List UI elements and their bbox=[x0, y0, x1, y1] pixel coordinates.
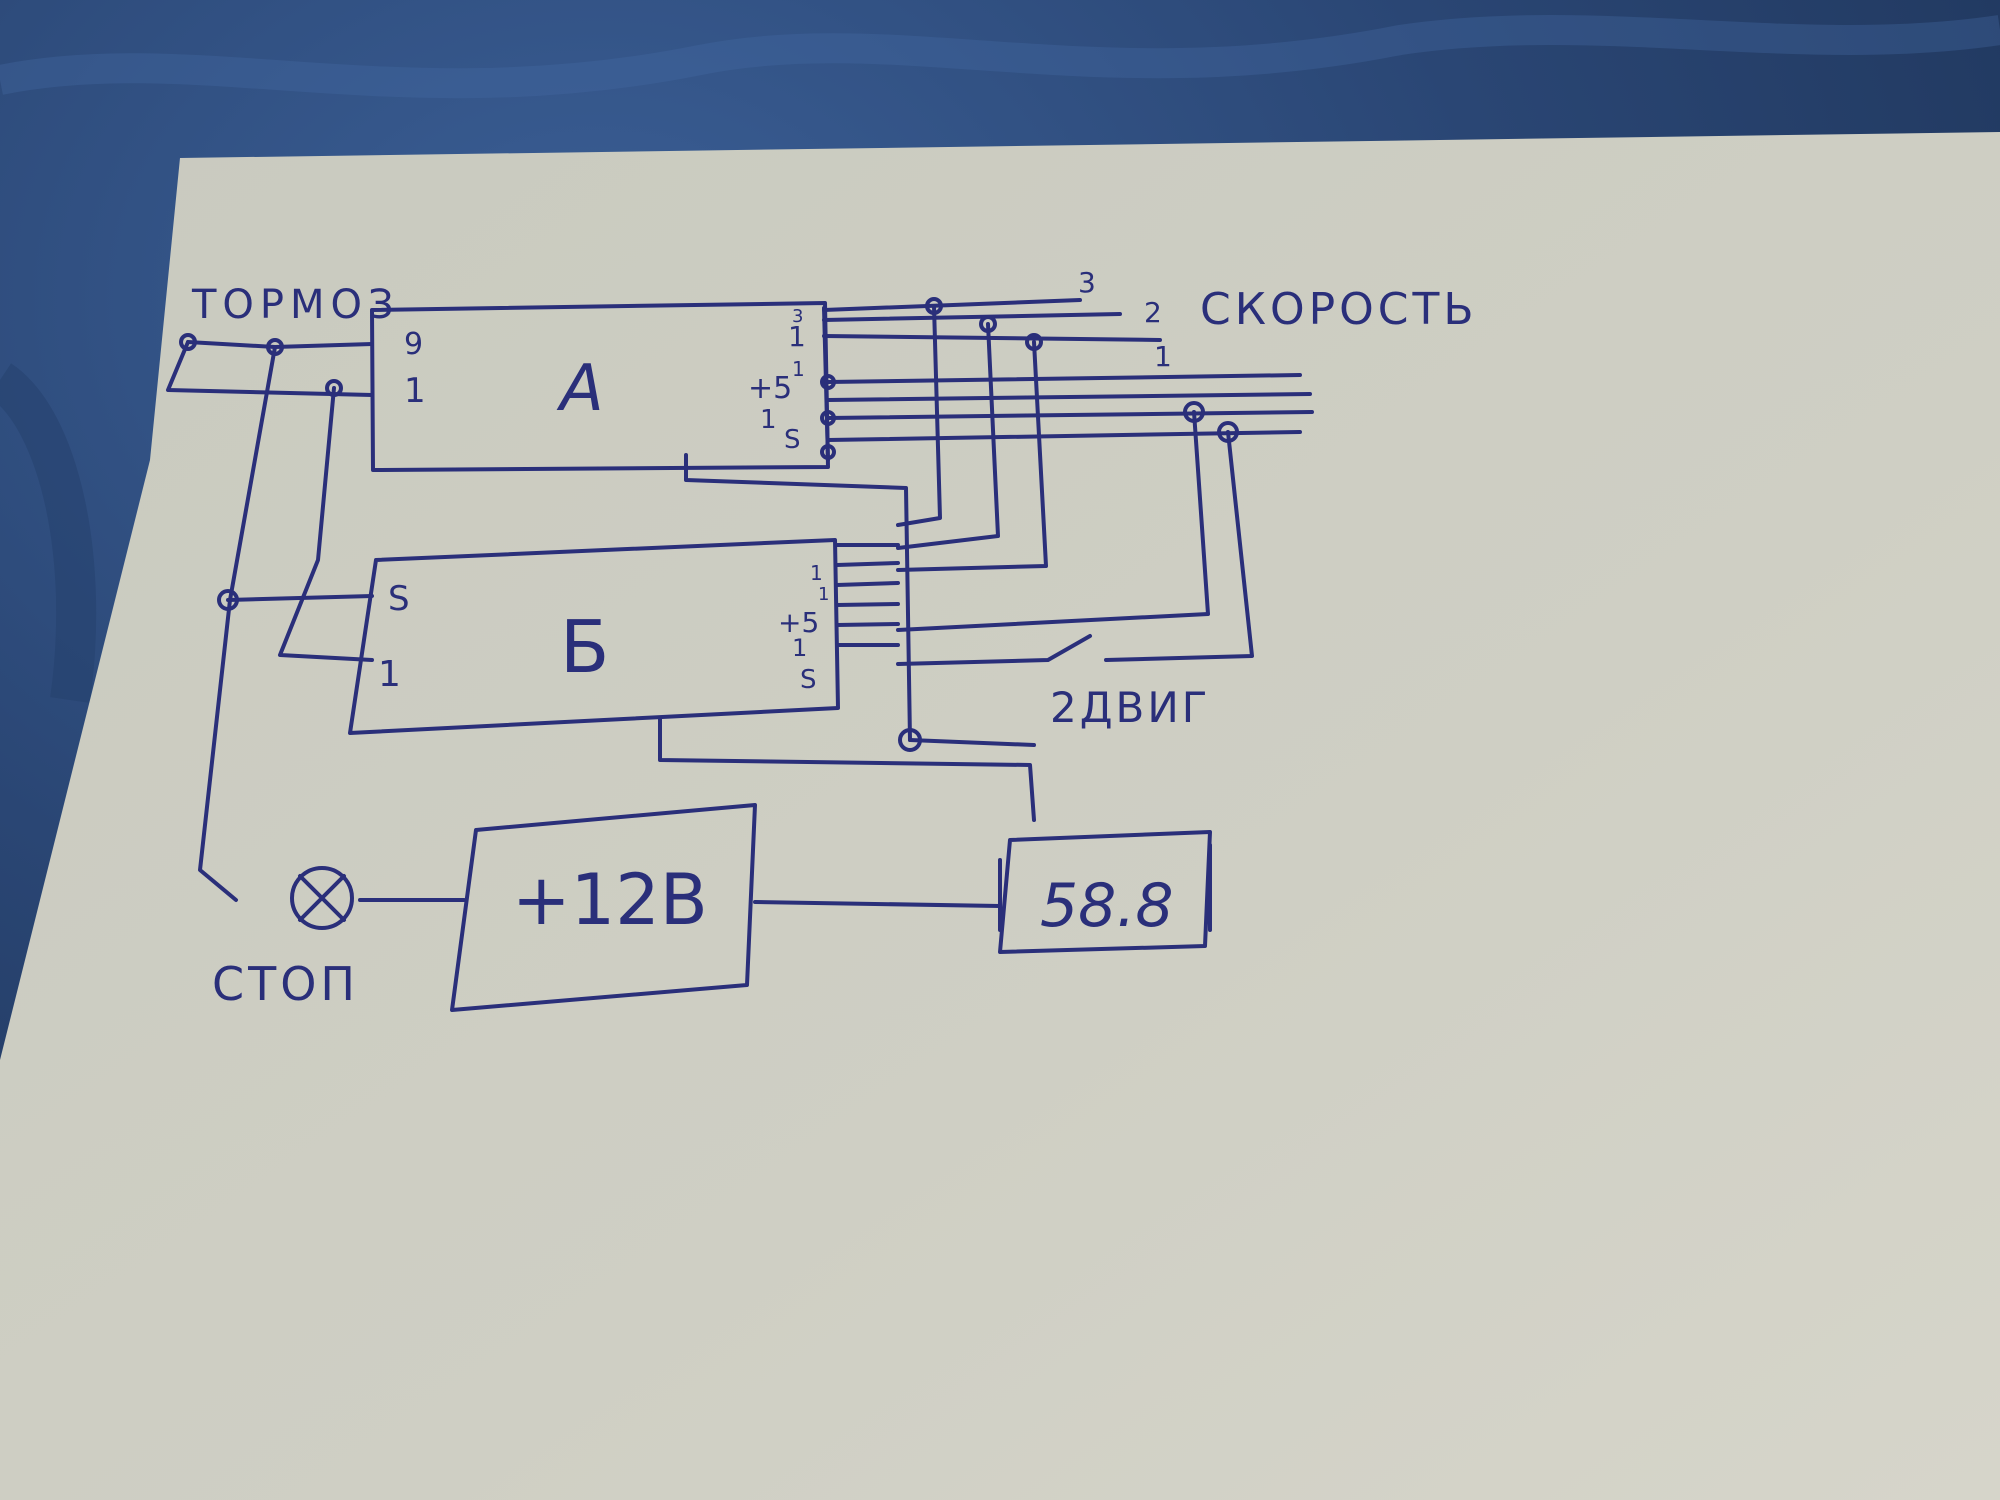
motor-drop-1 bbox=[896, 410, 1210, 632]
block-a-pin-r1: 3 bbox=[792, 306, 803, 327]
battery-brackets bbox=[998, 843, 1212, 932]
lamp-to-b-s bbox=[226, 594, 374, 602]
cloth-fold-left bbox=[0, 363, 97, 703]
brake-to-a9 bbox=[273, 342, 374, 349]
cloth-fold bbox=[0, 15, 2000, 99]
block-b-pin-r3: +5 bbox=[778, 606, 819, 639]
junction-to-battery bbox=[908, 738, 1036, 747]
power-box-outline bbox=[450, 803, 757, 1012]
battery-label: 58.8 bbox=[1040, 871, 1174, 941]
block-a-pin-r3a: 1 bbox=[792, 357, 805, 381]
junction-dot bbox=[179, 333, 197, 351]
speed-3-label: 3 bbox=[1078, 266, 1096, 299]
block-a-pin-9: 9 bbox=[404, 327, 423, 362]
b-to-battery bbox=[658, 716, 1036, 822]
brake-wire-top bbox=[186, 340, 277, 349]
motor-line-a1 bbox=[826, 373, 1302, 384]
power-label: +12В bbox=[512, 859, 708, 941]
block-b-pin-stubs bbox=[835, 543, 900, 647]
block-a-pin-r5: S bbox=[784, 425, 801, 455]
block-a-pin-r4: 1 bbox=[760, 405, 777, 435]
junction-dot bbox=[1217, 421, 1239, 443]
ground-bus bbox=[684, 453, 912, 742]
brake-label: ТОРМОЗ bbox=[191, 282, 400, 328]
motor-line-a4 bbox=[826, 430, 1302, 442]
brake-to-b1 bbox=[278, 386, 374, 662]
junction-dot bbox=[266, 338, 284, 356]
junction-dot bbox=[1183, 401, 1205, 423]
battery-box-outline bbox=[998, 830, 1212, 954]
junction-dot bbox=[217, 589, 239, 611]
brake-switch-lever bbox=[166, 340, 374, 397]
speed-1-label: 1 bbox=[1154, 340, 1172, 373]
block-a-name: А bbox=[556, 352, 604, 426]
speed-line-1 bbox=[822, 334, 1162, 342]
block-b-outline bbox=[348, 538, 840, 735]
block-b-pin-r1: 1 bbox=[810, 561, 823, 585]
motor-line-a3 bbox=[826, 410, 1314, 420]
pin-dot bbox=[820, 410, 836, 426]
block-a-pin-1: 1 bbox=[404, 371, 426, 411]
engine-2-label: 2ДВИГ bbox=[1050, 683, 1210, 732]
speed-line-2 bbox=[822, 312, 1122, 322]
pin-dot bbox=[820, 444, 836, 460]
speed-2-drop bbox=[896, 322, 1000, 550]
motor-line-a2 bbox=[826, 392, 1312, 402]
speed-label: СКОРОСТЬ bbox=[1200, 284, 1478, 335]
pin-dot bbox=[820, 374, 836, 390]
block-b-pin-r4: 1 bbox=[792, 634, 807, 662]
speed-1-drop bbox=[896, 340, 1048, 572]
junction-dot bbox=[898, 728, 922, 752]
block-a-pin-bus bbox=[822, 306, 830, 462]
speed-line-3 bbox=[822, 298, 1082, 312]
junction-dot bbox=[325, 379, 343, 397]
block-a-outline bbox=[370, 301, 830, 472]
speed-3-drop bbox=[896, 304, 942, 527]
stop-lamp-cross bbox=[298, 874, 346, 922]
motor-drop-2 bbox=[1104, 430, 1254, 662]
stop-label: СТОП bbox=[212, 957, 359, 1011]
stop-lamp-circle bbox=[290, 866, 354, 930]
power-to-battery bbox=[753, 900, 1002, 908]
block-b-pin-r5: S bbox=[800, 665, 817, 695]
block-a-pin-r3b: +5 bbox=[748, 371, 792, 406]
block-b-name: Б bbox=[560, 605, 609, 689]
block-b-pin-1: 1 bbox=[378, 654, 401, 695]
paper-sheet bbox=[0, 132, 2000, 1500]
block-b-pin-s: S bbox=[388, 579, 410, 619]
block-b-pin-r2: 1 bbox=[818, 584, 829, 605]
block-a-pin-r2: 1 bbox=[788, 320, 806, 353]
motor-2-switch bbox=[896, 634, 1092, 666]
speed-2-label: 2 bbox=[1144, 296, 1162, 329]
junction-dot bbox=[925, 297, 943, 315]
junction-dot bbox=[1025, 333, 1043, 351]
schematic-drawing bbox=[166, 297, 1314, 1012]
junction-dot bbox=[979, 315, 997, 333]
